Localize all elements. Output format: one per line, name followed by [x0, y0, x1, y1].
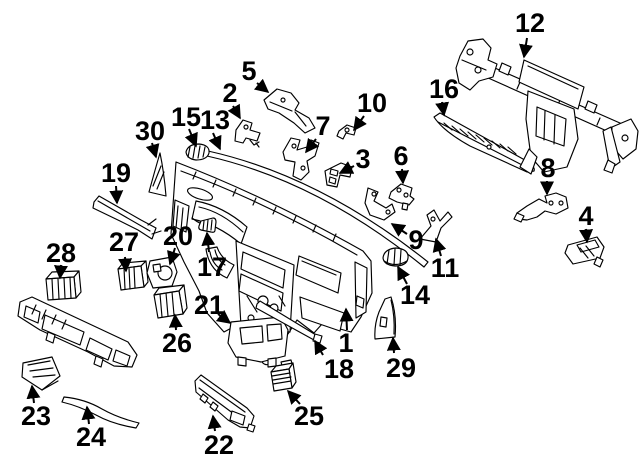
callout-17: 17 [197, 252, 227, 282]
callout-8: 8 [540, 153, 555, 183]
callout-arrow-13 [208, 132, 222, 151]
callout-23: 23 [21, 401, 51, 431]
callout-29: 29 [386, 353, 416, 383]
callout-arrow-18 [314, 339, 328, 356]
callout-14: 14 [400, 280, 430, 310]
callout-arrow-14 [397, 265, 411, 285]
callout-arrow-2 [227, 103, 241, 120]
callout-arrow-30 [145, 142, 160, 159]
callout-25: 25 [294, 401, 324, 431]
callout-arrow-21 [215, 309, 232, 324]
callout-6: 6 [393, 141, 408, 171]
part-clip-10-drawing [336, 124, 357, 140]
part-louver-cover-23-drawing [21, 356, 61, 391]
callout-arrow-22 [207, 414, 222, 432]
part-bracket-3-drawing [324, 162, 353, 188]
callout-arrow-24 [81, 405, 96, 425]
part-windshield-molding-drawing [206, 150, 429, 268]
callout-3: 3 [355, 144, 370, 174]
part-bracket-8-drawing [513, 192, 569, 223]
callout-22: 22 [204, 430, 234, 460]
part-instrument-panel-drawing [170, 161, 373, 338]
part-plate-4-drawing [564, 236, 605, 268]
callout-arrow-10 [353, 115, 367, 132]
callout-9: 9 [408, 225, 423, 255]
callout-4: 4 [578, 201, 593, 231]
part-bracket-2-drawing [234, 119, 261, 148]
callout-16: 16 [429, 74, 459, 104]
part-side-trim-triangle-left-drawing [148, 152, 167, 197]
part-vent-25-drawing [270, 359, 297, 392]
part-bracket-9-drawing [364, 187, 396, 221]
callout-2: 2 [222, 78, 237, 108]
part-bracket-11-drawing [419, 209, 453, 243]
callout-arrow-20 [167, 247, 181, 266]
callout-arrow-25 [286, 389, 302, 405]
part-vent-27-drawing [117, 260, 149, 291]
callout-arrow-4 [579, 228, 594, 244]
callout-24: 24 [76, 422, 106, 452]
callout-labels: 1 2 3 4 5 6 7 8 9 10 11 12 13 14 15 16 1… [21, 8, 594, 460]
callout-10: 10 [357, 88, 387, 118]
part-lower-panel-22-drawing [194, 354, 274, 433]
callout-arrow-1 [339, 307, 354, 331]
part-bracket-7-drawing [282, 137, 320, 181]
callout-19: 19 [101, 158, 131, 188]
part-cluster-bezel-drawing [17, 296, 138, 368]
part-ignition-cylinder-17-drawing [198, 217, 217, 233]
part-oval-cover-14-drawing [382, 247, 409, 267]
callout-arrow-16 [435, 101, 450, 117]
callout-11: 11 [431, 253, 460, 283]
callout-arrow-27 [118, 256, 133, 273]
callout-arrows [26, 37, 594, 432]
callout-18: 18 [324, 354, 354, 384]
callout-13: 13 [200, 105, 230, 135]
callout-12: 12 [515, 8, 545, 38]
callout-arrow-15 [184, 128, 198, 148]
callout-arrow-3 [338, 161, 355, 174]
part-end-cap-triangle-29-drawing [374, 296, 397, 340]
callout-arrow-6 [395, 168, 410, 185]
part-bracket-ring-20-drawing [146, 256, 178, 289]
callout-15: 15 [171, 102, 201, 132]
part-cross-car-beam-12-drawing [455, 38, 639, 175]
callout-26: 26 [162, 328, 192, 358]
callout-arrow-7 [305, 137, 320, 154]
part-speaker-grille-oval-drawing [185, 143, 210, 161]
callout-27: 27 [109, 227, 139, 257]
callout-arrow-5 [253, 78, 270, 93]
part-bracket-6-drawing [388, 183, 415, 211]
part-center-bracket-21-drawing [227, 316, 289, 368]
part-rail-bracket-5-drawing [263, 88, 316, 134]
part-defroster-grille-16-drawing [433, 112, 535, 173]
callout-5: 5 [241, 56, 256, 86]
callout-arrow-26 [168, 313, 183, 331]
callout-1: 1 [338, 328, 353, 358]
callout-20: 20 [163, 221, 193, 251]
callout-arrow-29 [386, 336, 401, 354]
callout-arrow-17 [201, 231, 216, 253]
callout-7: 7 [315, 111, 330, 141]
part-vent-28-drawing [45, 270, 82, 301]
callout-arrow-28 [53, 264, 68, 280]
part-vent-26-drawing [153, 284, 188, 319]
callout-30: 30 [135, 116, 165, 146]
callout-21: 21 [194, 290, 224, 320]
callout-28: 28 [46, 238, 76, 268]
callout-arrow-19 [109, 185, 124, 205]
callout-arrow-9 [390, 223, 408, 237]
callout-arrow-23 [26, 384, 41, 404]
callout-arrow-11 [432, 237, 447, 257]
callout-arrow-12 [519, 37, 533, 59]
